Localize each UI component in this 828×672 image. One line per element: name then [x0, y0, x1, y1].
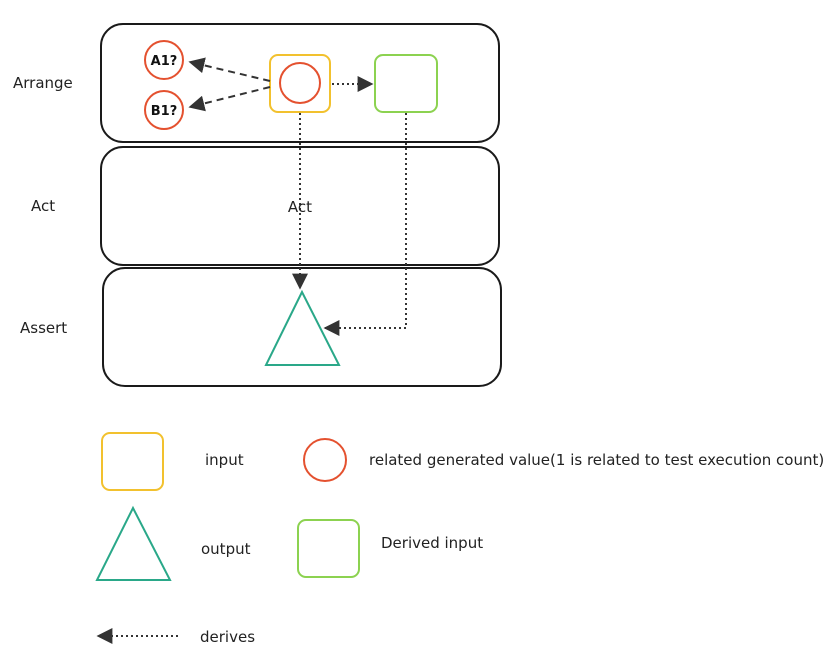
- related-value-a1-circle: [144, 40, 184, 80]
- stage-label-act: Act: [31, 197, 56, 215]
- derived-input-box: [374, 54, 438, 113]
- legend-derives-label: derives: [200, 628, 256, 646]
- stage-label-assert: Assert: [20, 319, 68, 337]
- legend-derived-swatch: [297, 519, 360, 578]
- legend-input-label: input: [205, 451, 244, 469]
- legend-output-swatch: [95, 505, 172, 581]
- arrow-derived-to-output: [323, 113, 407, 336]
- related-value-b1-circle: [144, 90, 184, 130]
- input-related-circle: [279, 62, 321, 104]
- arrow-input-to-b1: [188, 86, 271, 112]
- arrow-input-to-a1: [188, 57, 271, 82]
- legend-related-swatch: [303, 438, 347, 482]
- legend-output-label: output: [201, 540, 251, 558]
- act-inner-label: Act: [288, 198, 312, 216]
- b1-label: B1?: [151, 104, 178, 119]
- legend-derived-label: Derived input: [381, 534, 484, 552]
- legend-related-label: related generated value(1 is related to …: [369, 451, 825, 469]
- legend-input-swatch: [101, 432, 164, 491]
- stage-label-arrange: Arrange: [13, 74, 73, 92]
- output-triangle: [264, 289, 341, 366]
- assert-panel: [102, 267, 502, 387]
- arrange-panel: [100, 23, 500, 143]
- a1-label: A1?: [151, 54, 178, 69]
